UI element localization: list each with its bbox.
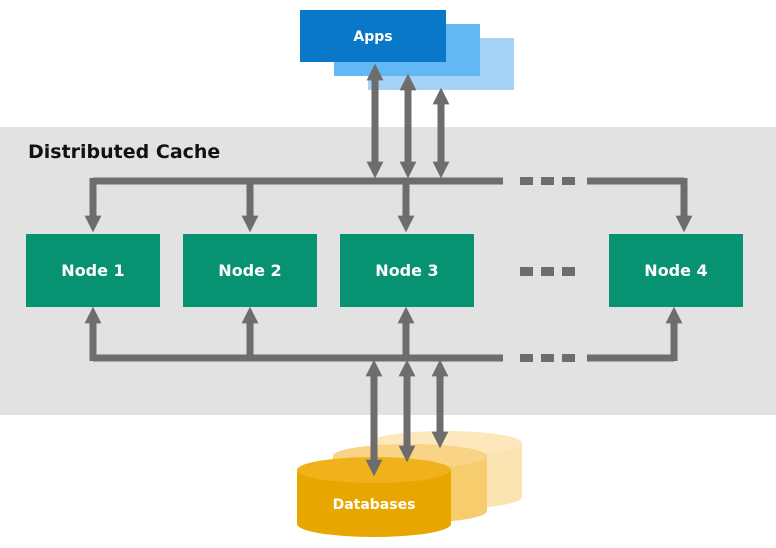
- database-connectors: [365, 359, 449, 477]
- top-bus: [84, 177, 693, 233]
- databases-label: Databases: [333, 497, 416, 513]
- apps-stack[interactable]: Apps: [300, 10, 514, 90]
- bottom-bus: [84, 306, 683, 362]
- cache-title: Distributed Cache: [28, 141, 220, 163]
- node-3-label: Node 3: [375, 261, 438, 280]
- node-2[interactable]: Node 2: [183, 234, 317, 307]
- node-1[interactable]: Node 1: [26, 234, 160, 307]
- apps-connectors: [366, 63, 450, 179]
- top-bus-ellipsis: [520, 177, 575, 185]
- node-4[interactable]: Node 4: [609, 234, 743, 307]
- node-1-label: Node 1: [61, 261, 124, 280]
- nodes-ellipsis: [520, 267, 575, 276]
- bottom-bus-ellipsis: [520, 354, 575, 362]
- node-2-label: Node 2: [218, 261, 281, 280]
- apps-label: Apps: [353, 29, 392, 45]
- node-4-label: Node 4: [644, 261, 707, 280]
- node-3[interactable]: Node 3: [340, 234, 474, 307]
- apps-front-card: [300, 10, 446, 62]
